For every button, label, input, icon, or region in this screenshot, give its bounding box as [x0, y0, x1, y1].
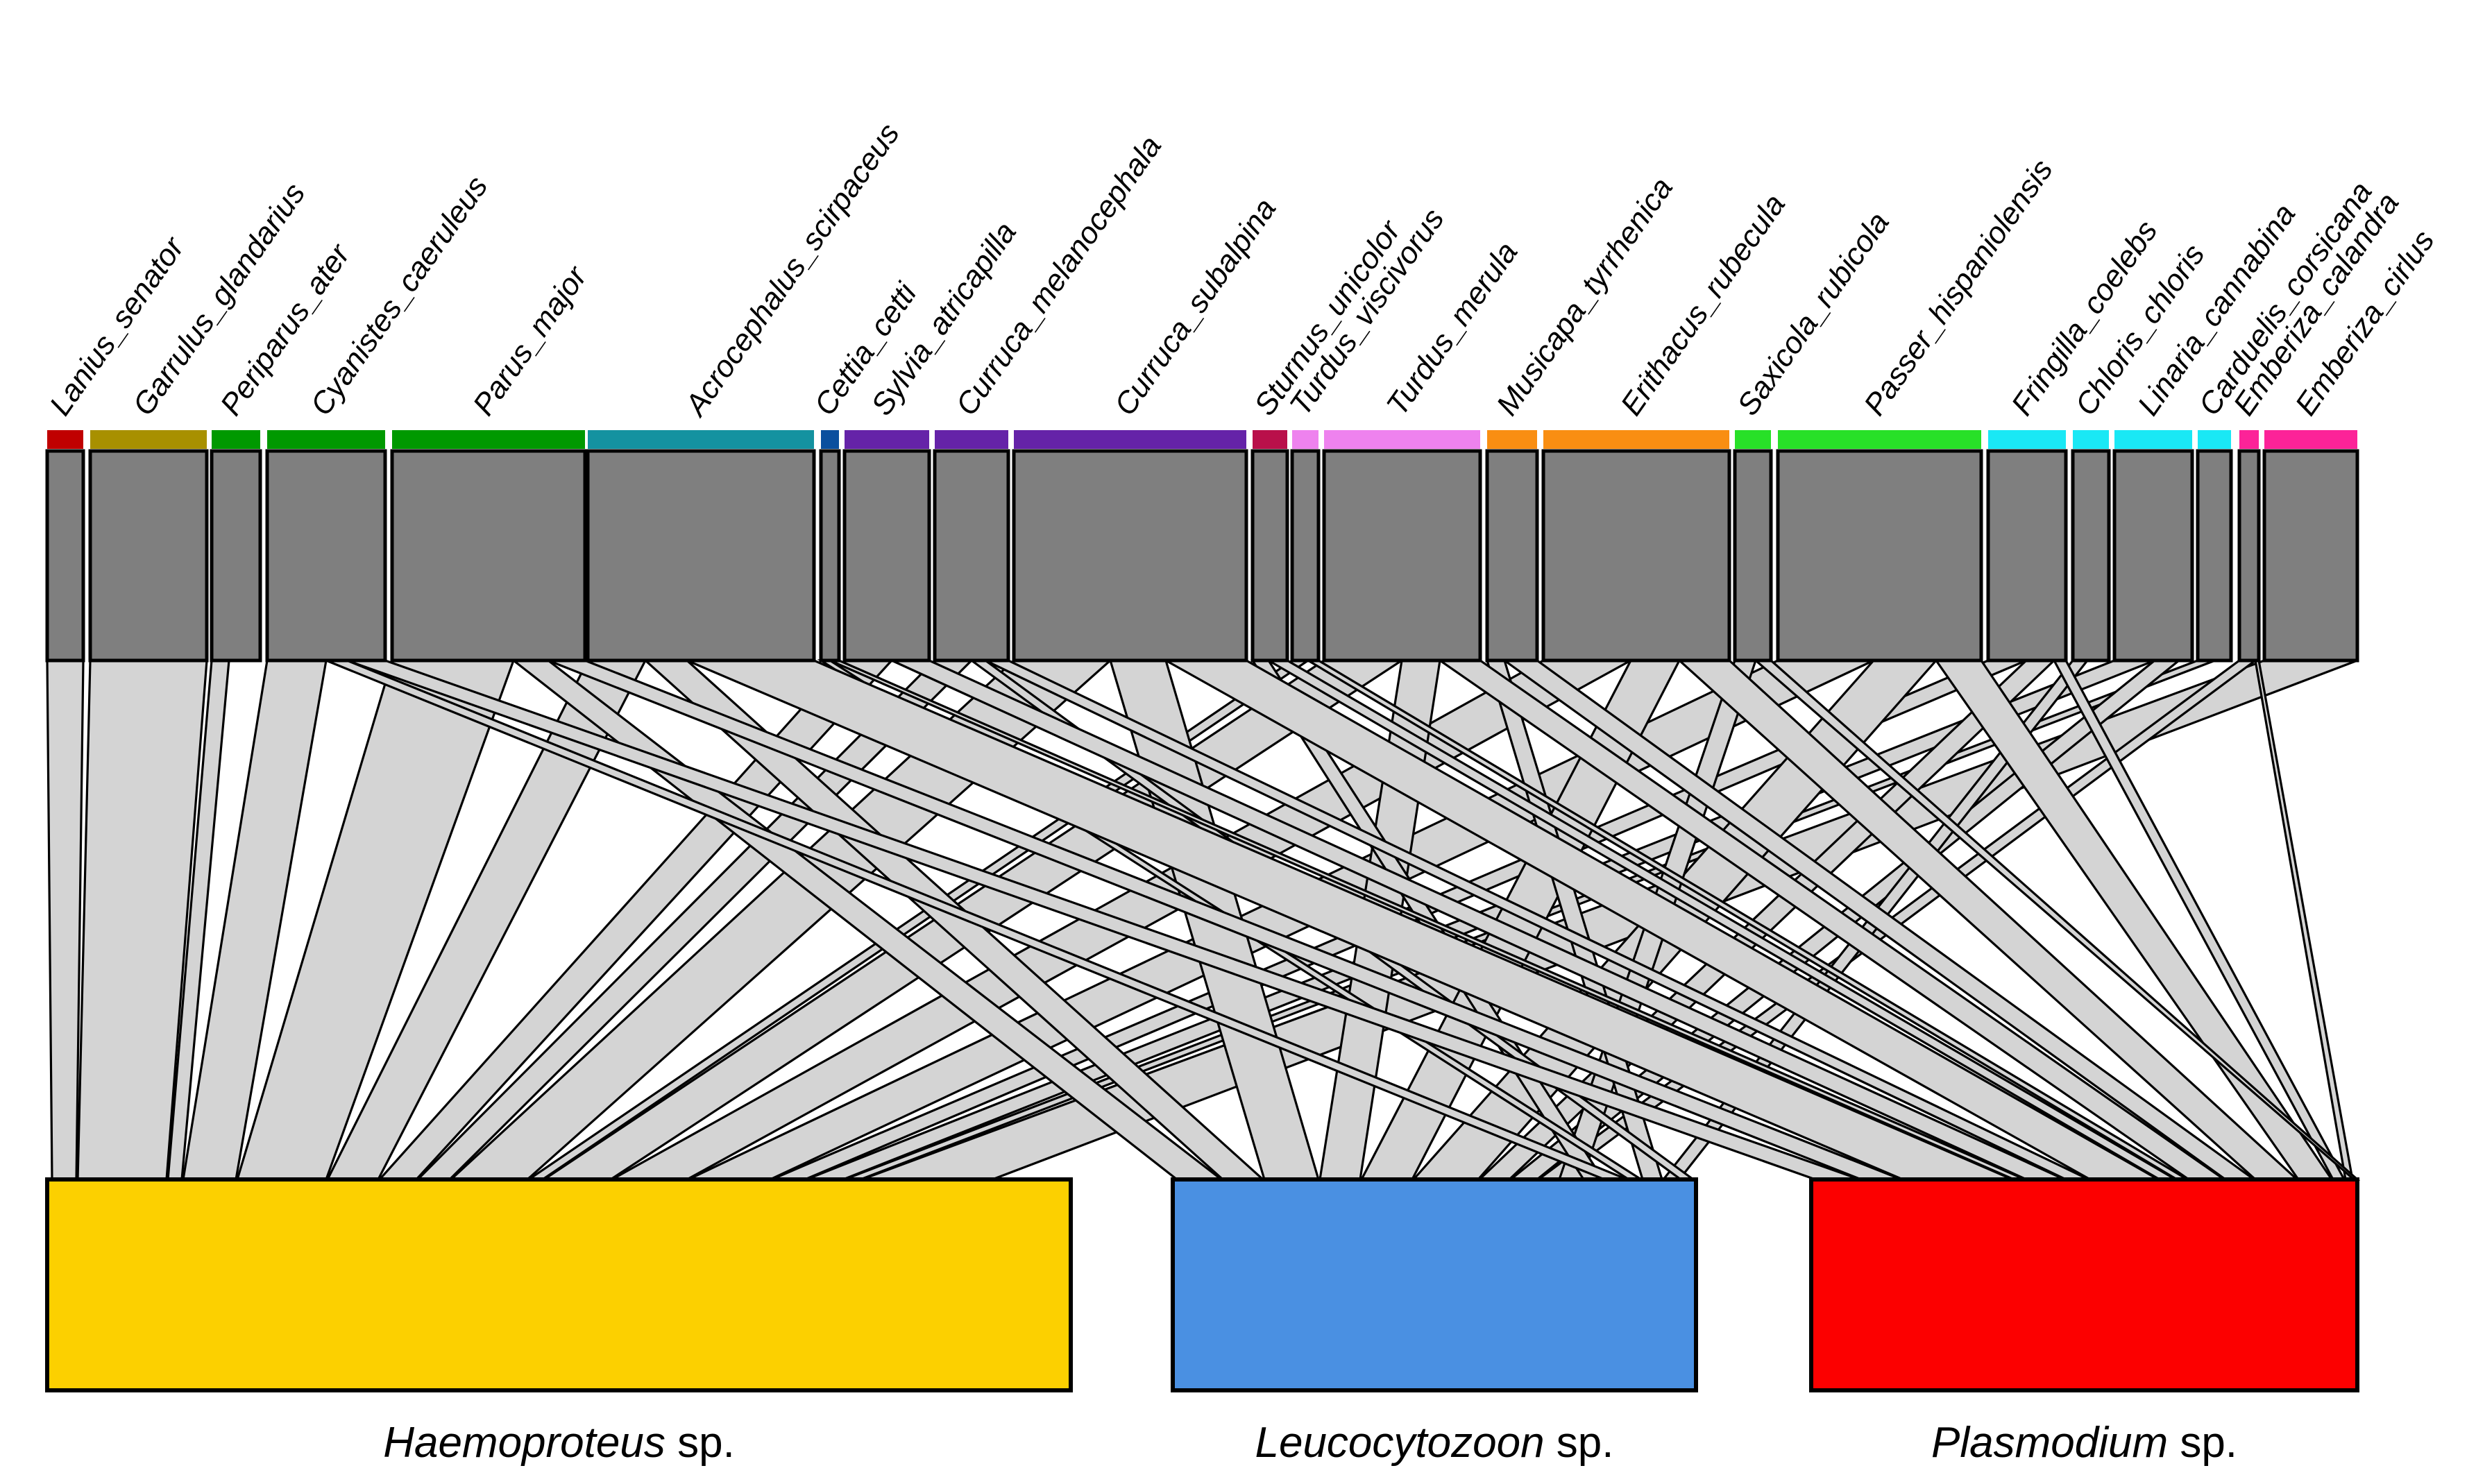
host-group-color-bar	[392, 430, 585, 449]
host-node-box[interactable]	[1012, 449, 1248, 663]
host-group-color-bar	[821, 430, 839, 449]
parasite-genus-name: Plasmodium	[1931, 1419, 2168, 1467]
host-group-color-bar	[1014, 430, 1246, 449]
host-group-color-bar	[212, 430, 260, 449]
host-node-box[interactable]	[2112, 449, 2194, 663]
host-node-box[interactable]	[1250, 449, 1289, 663]
host-node-box[interactable]	[842, 449, 931, 663]
parasite-genus-label: Leucocytozoon sp.	[1255, 1419, 1613, 1467]
host-species-label: Parus_major	[466, 259, 595, 421]
host-group-color-bar	[1487, 430, 1537, 449]
host-node-box[interactable]	[2196, 449, 2233, 663]
parasite-node-box[interactable]	[1809, 1177, 2359, 1392]
host-group-color-bar	[90, 430, 207, 449]
parasite-genus-label: Plasmodium sp.	[1931, 1419, 2237, 1467]
host-node-box[interactable]	[819, 449, 841, 663]
host-group-color-bar	[1778, 430, 1981, 449]
host-group-color-bar	[1324, 430, 1480, 449]
host-group-color-bar	[1253, 430, 1287, 449]
host-group-color-bar	[2264, 430, 2357, 449]
host-group-color-bar	[845, 430, 929, 449]
host-node-box[interactable]	[45, 449, 85, 663]
host-group-color-bar	[1988, 430, 2066, 449]
host-group-color-bar	[2239, 430, 2259, 449]
parasite-node-boxes-layer	[45, 1177, 2359, 1392]
host-node-box[interactable]	[933, 449, 1010, 663]
parasite-labels-layer: Haemoproteus sp.Leucocytozoon sp.Plasmod…	[383, 1419, 2237, 1467]
host-group-colorbar-layer	[47, 430, 2357, 449]
interaction-links-layer	[46, 659, 2361, 1181]
host-labels-layer: Lanius_senatorGarrulus_glandariusPeripar…	[43, 117, 2441, 423]
host-node-box[interactable]	[1485, 449, 1539, 663]
host-node-box[interactable]	[1986, 449, 2068, 663]
host-group-color-bar	[2073, 430, 2109, 449]
parasite-genus-label: Haemoproteus sp.	[383, 1419, 735, 1467]
host-group-color-bar	[47, 430, 83, 449]
parasite-sp-suffix: sp.	[1545, 1419, 1614, 1467]
host-node-box[interactable]	[1776, 449, 1983, 663]
host-group-color-bar	[935, 430, 1008, 449]
host-node-box[interactable]	[1733, 449, 1773, 663]
host-group-color-bar	[2114, 430, 2192, 449]
parasite-sp-suffix: sp.	[2168, 1419, 2237, 1467]
host-node-box[interactable]	[2071, 449, 2111, 663]
parasite-genus-name: Leucocytozoon	[1255, 1419, 1544, 1467]
host-species-label: Acrocephalus_scirpaceus	[677, 117, 906, 423]
parasite-node-box[interactable]	[45, 1177, 1073, 1392]
host-group-color-bar	[1735, 430, 1771, 449]
parasite-sp-suffix: sp.	[665, 1419, 735, 1467]
host-species-label: Cyanistes_caeruleus	[304, 170, 494, 422]
host-species-label: Curruca_subalpina	[1108, 192, 1283, 422]
host-node-box[interactable]	[265, 449, 387, 663]
host-node-box[interactable]	[1541, 449, 1731, 663]
host-node-box[interactable]	[210, 449, 262, 663]
host-group-color-bar	[1543, 430, 1729, 449]
parasite-node-box[interactable]	[1171, 1177, 1698, 1392]
host-node-box[interactable]	[1322, 449, 1482, 663]
host-node-box[interactable]	[390, 449, 587, 663]
host-group-color-bar	[267, 430, 385, 449]
host-group-color-bar	[1292, 430, 1318, 449]
host-node-box[interactable]	[2262, 449, 2359, 663]
host-node-boxes-layer	[45, 449, 2359, 663]
interaction-link	[46, 659, 85, 1181]
host-group-color-bar	[588, 430, 814, 449]
parasite-genus-name: Haemoproteus	[383, 1419, 665, 1467]
host-node-box[interactable]	[88, 449, 209, 663]
host-node-box[interactable]	[2237, 449, 2261, 663]
host-node-box[interactable]	[586, 449, 816, 663]
host-node-box[interactable]	[1290, 449, 1321, 663]
host-group-color-bar	[2198, 430, 2231, 449]
